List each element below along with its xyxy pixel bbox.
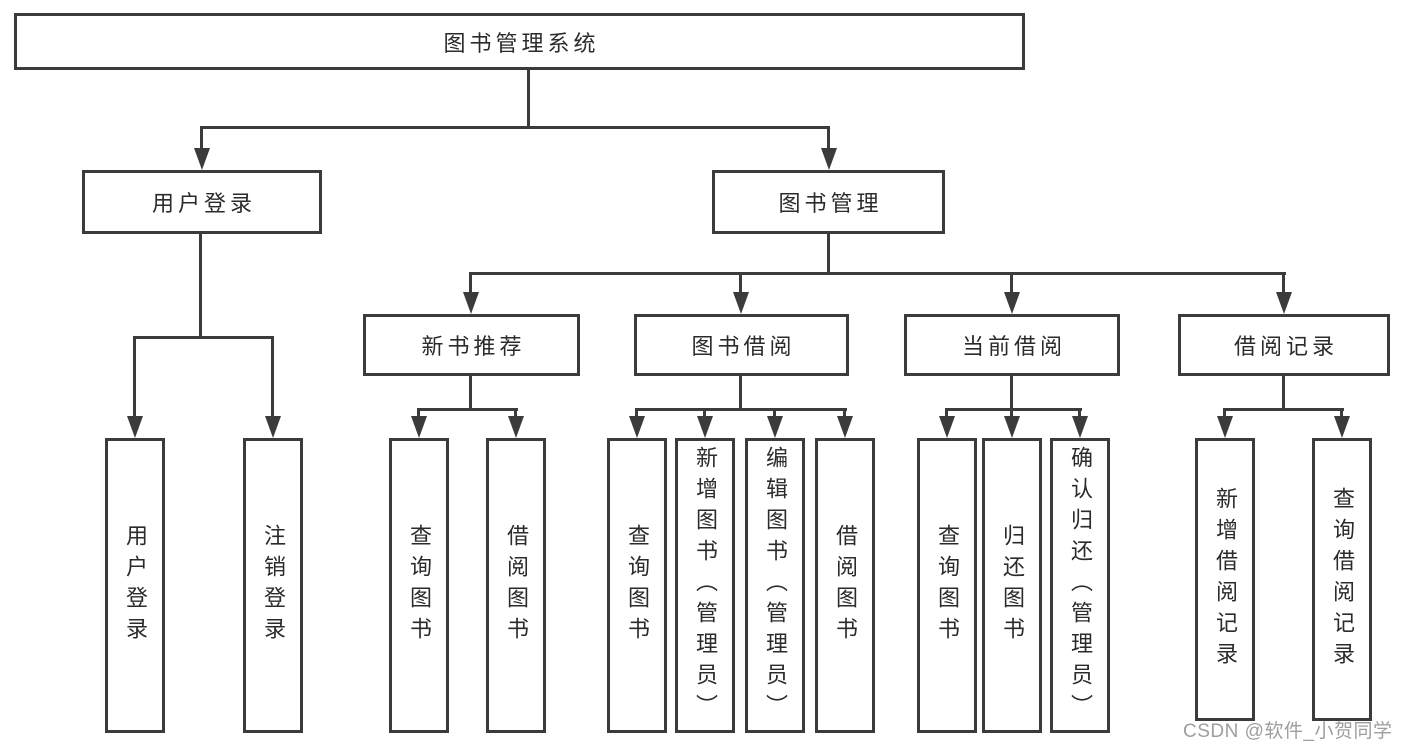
arrowhead-icon bbox=[629, 416, 645, 438]
arrow-shaft bbox=[1078, 408, 1081, 420]
leaf-user-login: 用户登录 bbox=[105, 438, 165, 733]
connector-vline bbox=[1282, 376, 1285, 408]
connector-vline bbox=[469, 376, 472, 408]
arrowhead-icon bbox=[1072, 416, 1088, 438]
arrow-shaft bbox=[133, 336, 136, 420]
arrowhead-icon bbox=[733, 292, 749, 314]
arrow-shaft bbox=[469, 272, 472, 296]
connector-hline bbox=[200, 126, 830, 129]
leaf-query-books-borrow: 查询图书 bbox=[607, 438, 667, 733]
leaf-borrow-books-borrow: 借阅图书 bbox=[815, 438, 875, 733]
arrow-shaft bbox=[271, 336, 274, 420]
connector-hline bbox=[417, 408, 518, 411]
arrow-shaft bbox=[739, 272, 742, 296]
arrow-shaft bbox=[514, 408, 517, 420]
connector-vline bbox=[199, 234, 202, 336]
node-new-book-recommendation: 新书推荐 bbox=[363, 314, 580, 376]
connector-vline bbox=[739, 376, 742, 408]
arrow-shaft bbox=[843, 408, 846, 420]
node-book-management: 图书管理 bbox=[712, 170, 945, 234]
leaf-logout: 注销登录 bbox=[243, 438, 303, 733]
arrowhead-icon bbox=[837, 416, 853, 438]
connector-vline bbox=[1010, 376, 1013, 408]
arrow-shaft bbox=[1223, 408, 1226, 420]
leaf-query-books-current: 查询图书 bbox=[917, 438, 977, 733]
arrowhead-icon bbox=[1334, 416, 1350, 438]
leaf-add-borrow-record: 新增借阅记录 bbox=[1195, 438, 1255, 721]
leaf-confirm-return-admin: 确认归还（管理员） bbox=[1050, 438, 1110, 733]
connector-hline bbox=[469, 272, 1286, 275]
arrowhead-icon bbox=[821, 148, 837, 170]
connector-hline bbox=[133, 336, 273, 339]
arrow-shaft bbox=[773, 408, 776, 420]
connector-vline bbox=[527, 70, 530, 126]
connector-vline bbox=[827, 234, 830, 272]
arrowhead-icon bbox=[194, 148, 210, 170]
node-current-borrowing: 当前借阅 bbox=[904, 314, 1120, 376]
watermark: CSDN @软件_小贺同学 bbox=[1183, 721, 1393, 742]
arrowhead-icon bbox=[127, 416, 143, 438]
node-library-management-system: 图书管理系统 bbox=[14, 13, 1025, 70]
arrowhead-icon bbox=[697, 416, 713, 438]
arrow-shaft bbox=[703, 408, 706, 420]
arrowhead-icon bbox=[1276, 292, 1292, 314]
arrowhead-icon bbox=[508, 416, 524, 438]
node-borrowing-records: 借阅记录 bbox=[1178, 314, 1390, 376]
leaf-add-book-admin: 新增图书（管理员） bbox=[675, 438, 735, 733]
arrow-shaft bbox=[1282, 272, 1285, 296]
arrow-shaft bbox=[635, 408, 638, 420]
leaf-return-book: 归还图书 bbox=[982, 438, 1042, 733]
arrow-shaft bbox=[1010, 408, 1013, 420]
arrowhead-icon bbox=[1217, 416, 1233, 438]
arrowhead-icon bbox=[767, 416, 783, 438]
arrow-shaft bbox=[945, 408, 948, 420]
arrowhead-icon bbox=[265, 416, 281, 438]
leaf-borrow-books-recommend: 借阅图书 bbox=[486, 438, 546, 733]
node-user-login: 用户登录 bbox=[82, 170, 322, 234]
arrowhead-icon bbox=[1004, 416, 1020, 438]
arrowhead-icon bbox=[1004, 292, 1020, 314]
arrow-shaft bbox=[1340, 408, 1343, 420]
arrow-shaft bbox=[1010, 272, 1013, 296]
arrowhead-icon bbox=[939, 416, 955, 438]
arrowhead-icon bbox=[411, 416, 427, 438]
arrow-shaft bbox=[417, 408, 420, 420]
arrow-shaft bbox=[200, 126, 203, 152]
connector-hline bbox=[635, 408, 847, 411]
arrow-shaft bbox=[827, 126, 830, 152]
node-book-borrowing: 图书借阅 bbox=[634, 314, 849, 376]
arrowhead-icon bbox=[463, 292, 479, 314]
connector-hline bbox=[945, 408, 1082, 411]
leaf-query-books-recommend: 查询图书 bbox=[389, 438, 449, 733]
leaf-query-borrow-record: 查询借阅记录 bbox=[1312, 438, 1372, 721]
leaf-edit-book-admin: 编辑图书（管理员） bbox=[745, 438, 805, 733]
connector-hline bbox=[1223, 408, 1344, 411]
